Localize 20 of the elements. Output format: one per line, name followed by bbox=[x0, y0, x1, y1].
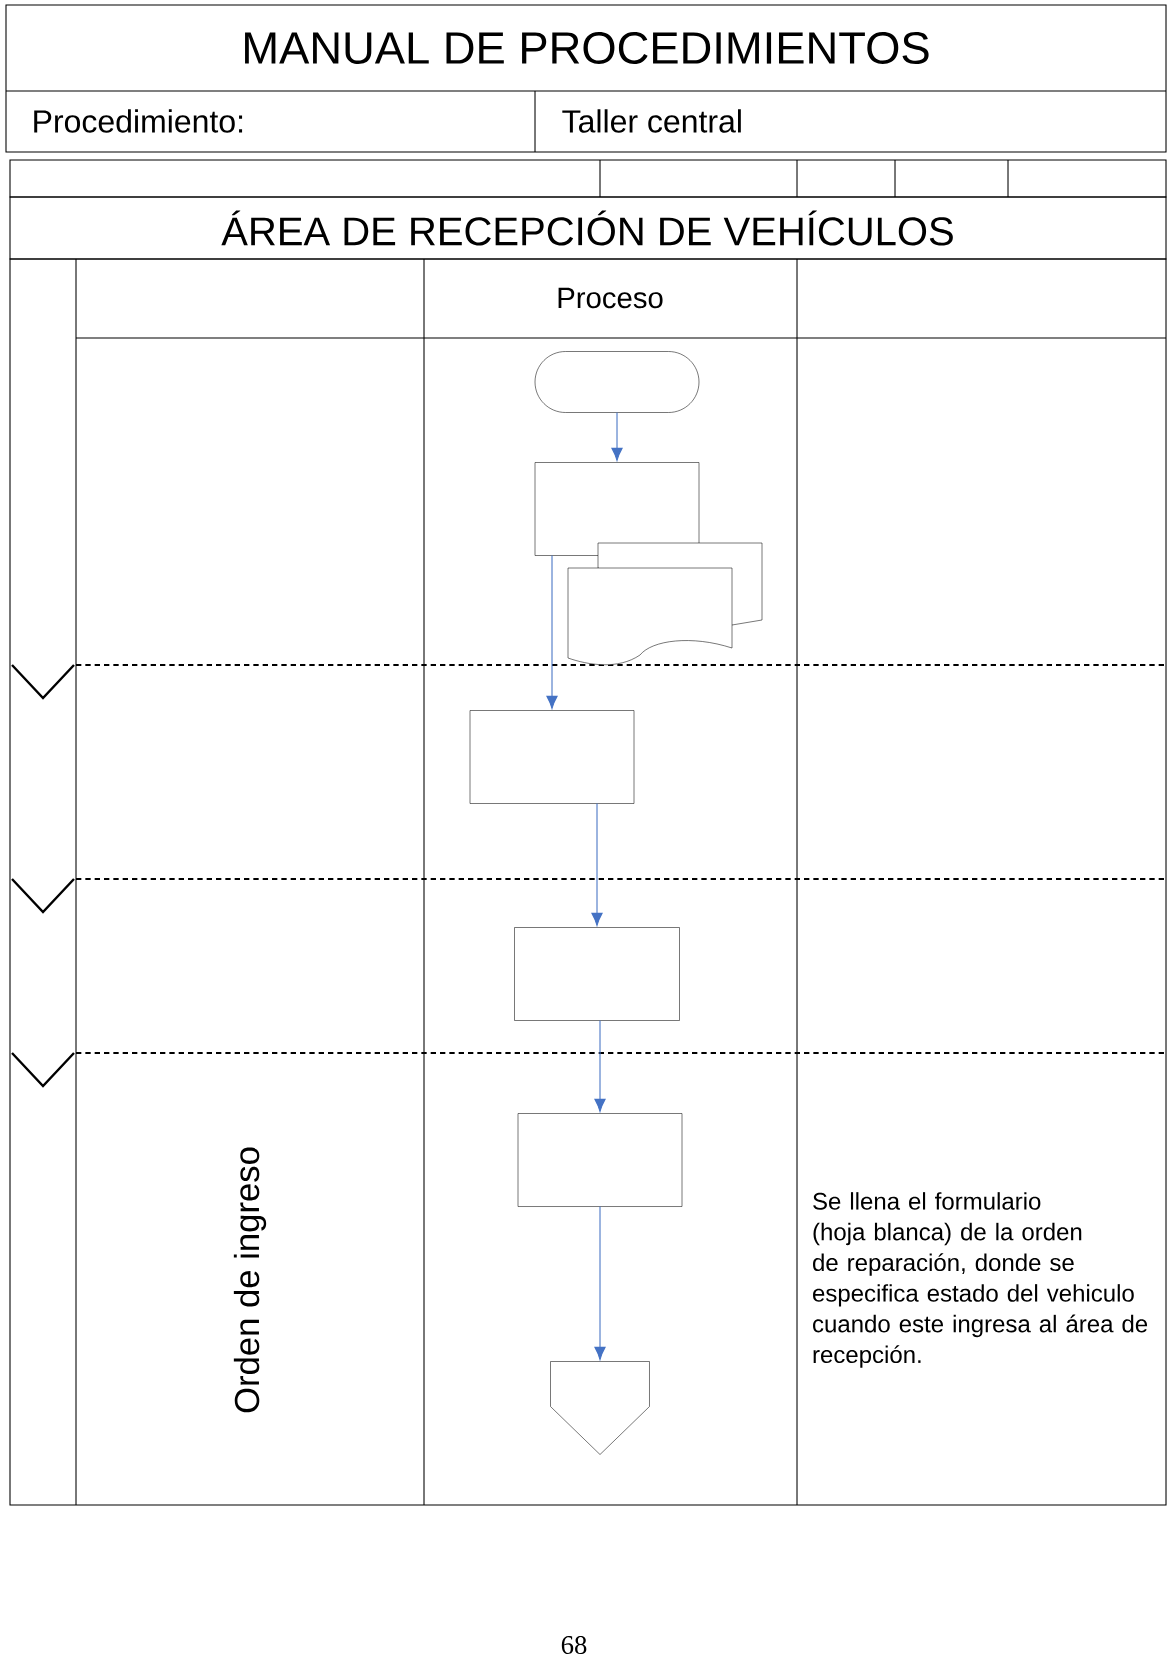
label: Procedimiento: bbox=[34, 109, 243, 133]
process-box bbox=[517, 1113, 683, 1207]
title: MANUAL DE PROCEDIMIENTOS bbox=[245, 31, 929, 65]
label: Taller central bbox=[562, 109, 741, 133]
arrow bbox=[611, 411, 623, 461]
process-box bbox=[514, 927, 680, 1021]
heading: ÁREA DE RECEPCIÓN DE VEHÍCULOS bbox=[221, 210, 953, 246]
lane-label: Orden de ingreso bbox=[233, 1147, 267, 1413]
arrow bbox=[594, 1206, 606, 1361]
process-box bbox=[534, 462, 700, 556]
process-box bbox=[469, 710, 635, 804]
arrow bbox=[591, 802, 603, 926]
column-heading: Proceso bbox=[558, 287, 663, 309]
document-shape bbox=[567, 542, 763, 666]
arrow bbox=[546, 554, 558, 709]
arrow bbox=[594, 1019, 606, 1113]
description: Se llena el formulario (hoja blanca) de la orden de reparación, donde se especifica estado del vehiculo cuando este ingresa al área de recepción. bbox=[813, 1192, 1148, 1368]
terminal-shape bbox=[534, 351, 700, 413]
page-number: 68 bbox=[561, 1636, 587, 1654]
off-page-connector bbox=[550, 1361, 650, 1455]
